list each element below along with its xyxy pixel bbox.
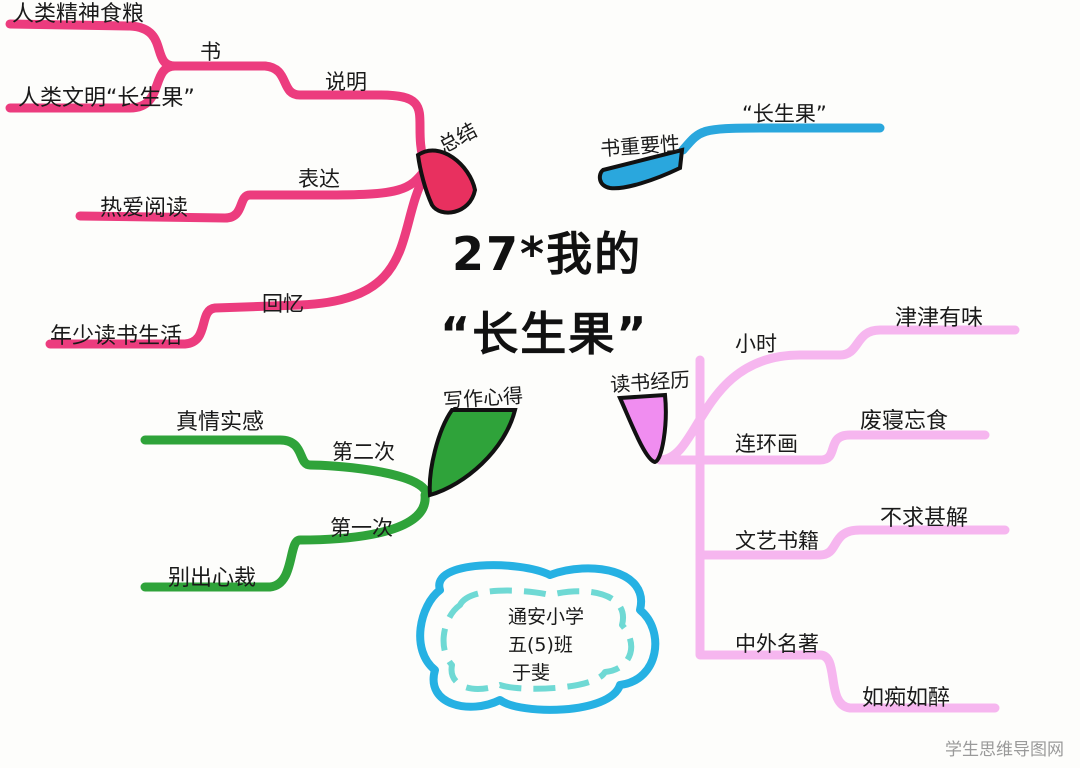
summary-branch-lines [5,19,430,349]
cloud-name: 于斐 [512,662,551,684]
importance-branch-label: 书重要性 [599,131,681,161]
reading-leaf-label: 津津有味 [895,306,984,331]
reading-leaf-label: 如痴如醉 [862,686,951,711]
writing-item-label: 第二次 [332,440,395,464]
importance-branch-line [678,123,885,155]
watermark: 学生思维导图网 [945,740,1064,760]
reading-node-cap [616,392,668,465]
summary-leaf-label: 人类精神食粮 [12,2,145,27]
writing-item-label: 第一次 [330,516,393,540]
reading-item-label: 小时 [735,332,777,356]
summary-leaf-label: 人类文明“长生果” [18,86,195,111]
title-line-2: “长生果” [440,307,649,361]
reading-item-label: 中外名著 [735,632,819,656]
reading-branch-lines [655,325,1020,713]
cloud-school: 通安小学 [508,606,585,628]
title-line-1: 27*我的 [452,227,643,281]
importance-node-cap [597,147,685,191]
importance-leaf-label: “长生果” [742,102,827,126]
summary-item-label: 回忆 [262,292,304,316]
reading-leaf-label: 废寝忘食 [860,409,949,434]
writing-branch-lines [140,435,430,592]
summary-book-label: 书 [200,40,221,64]
cloud-outline [416,561,660,714]
reading-leaf-label: 不求甚解 [880,506,969,531]
summary-node-cap [415,148,478,215]
reading-item-label: 文艺书籍 [735,529,819,553]
writing-leaf-label: 别出心裁 [168,566,257,591]
summary-item-label: 说明 [325,70,367,94]
writing-node-cap [427,408,518,498]
reading-item-label: 连环画 [735,432,798,456]
summary-item-label: 表达 [298,167,340,191]
reading-branch-label: 读书经历 [609,367,691,397]
cloud-class: 五(5)班 [508,634,573,656]
cloud-inner-dashed [440,587,635,692]
summary-leaf-label: 热爱阅读 [100,196,189,221]
writing-branch-label: 写作心得 [442,383,524,413]
summary-leaf-label: 年少读书生活 [50,324,183,349]
writing-leaf-label: 真情实感 [176,410,265,435]
